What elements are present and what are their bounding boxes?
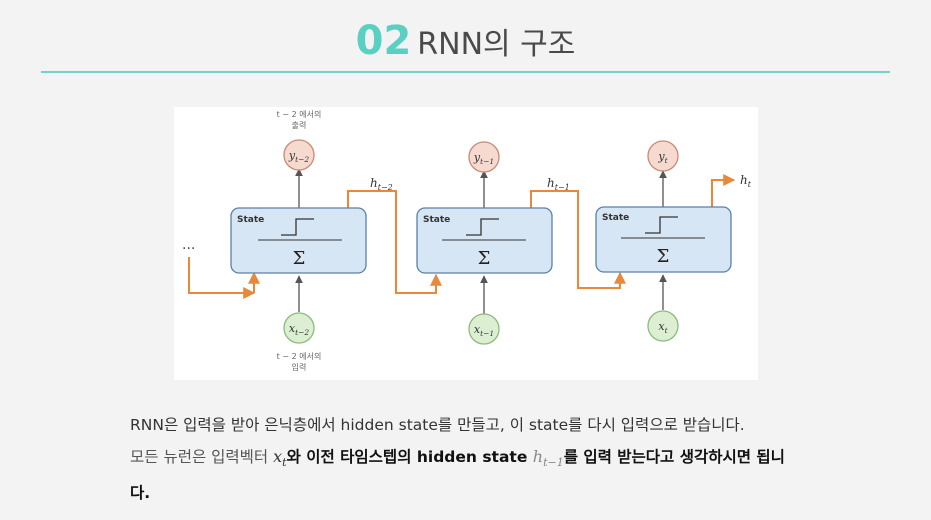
hidden-label-1: ht−2 [370, 176, 393, 192]
sigma-1: Σ [293, 248, 306, 269]
rnn-diagram-svg: t − 2 에서의 출력 t − 2 에서의 입력 ... ht−2 ht−1 … [182, 109, 752, 372]
input-node-3 [647, 310, 679, 342]
input-label-3: xt [658, 320, 668, 335]
bottom-caption-line2: 입력 [292, 362, 307, 372]
title-divider [41, 71, 890, 73]
input-label-2: xt−1 [474, 323, 494, 338]
body-line-3: 다. [130, 484, 151, 503]
body-line-1: RNN은 입력을 받아 은닉층에서 hidden state를 만들고, 이 s… [130, 416, 745, 434]
step-function-icon [466, 218, 499, 236]
output-node-1 [283, 139, 315, 171]
body-line-2-bold1: 와 이전 타임스텝의 hidden state [286, 448, 533, 466]
step-function-icon [645, 216, 678, 234]
sigma-3: Σ [657, 246, 670, 267]
body-text: RNN은 입력을 받아 은닉층에서 hidden state를 만들고, 이 s… [130, 410, 850, 509]
body-line-2-bold2: 를 입력 받는다고 생각하시면 됩니 [563, 448, 785, 466]
state-label-2: State [423, 215, 450, 225]
hidden-arrow-out [711, 174, 736, 207]
input-label-1: xt−2 [289, 322, 310, 337]
rnn-cell-1: State Σ yt−2 xt−2 [230, 139, 367, 344]
rnn-diagram: t − 2 에서의 출력 t − 2 에서의 입력 ... ht−2 ht−1 … [174, 107, 758, 380]
output-label-3: yt [657, 150, 668, 165]
output-label-2: yt−1 [473, 151, 494, 166]
hidden-state-symbol: ht−1 [532, 447, 564, 470]
section-title: RNN의 구조 [417, 27, 576, 62]
hidden-arrow-in [188, 257, 256, 299]
output-node-3 [647, 140, 679, 172]
rnn-cell-3: State Σ yt xt [595, 140, 732, 342]
hidden-arrow-1-to-2 [347, 190, 442, 294]
state-label-3: State [602, 213, 629, 223]
body-line-2: 모든 뉴런은 입력벡터 xt와 이전 타임스텝의 hidden state ht… [130, 441, 850, 478]
output-node-2 [468, 141, 500, 173]
sigma-2: Σ [478, 248, 491, 269]
hidden-label-3: ht [740, 173, 752, 189]
input-node-1 [283, 312, 315, 344]
input-node-2 [468, 313, 500, 345]
step-function-icon [281, 218, 314, 236]
bottom-caption-line1: t − 2 에서의 [277, 351, 322, 361]
state-box-3 [595, 206, 732, 273]
hidden-arrow-2-to-3 [530, 190, 626, 289]
rnn-cell-2: State Σ yt−1 xt−1 [416, 141, 553, 345]
body-line-2-plain: 모든 뉴런은 입력벡터 [130, 448, 274, 466]
output-label-1: yt−2 [288, 149, 310, 164]
top-caption-line1: t − 2 에서의 [277, 109, 322, 119]
top-caption-line2: 출력 [292, 120, 307, 130]
input-vector-symbol: xt [273, 447, 287, 470]
sequence-ellipsis: ... [182, 237, 195, 253]
state-label-1: State [237, 215, 264, 225]
section-number: 02 [355, 18, 412, 64]
hidden-label-2: ht−1 [547, 176, 570, 192]
